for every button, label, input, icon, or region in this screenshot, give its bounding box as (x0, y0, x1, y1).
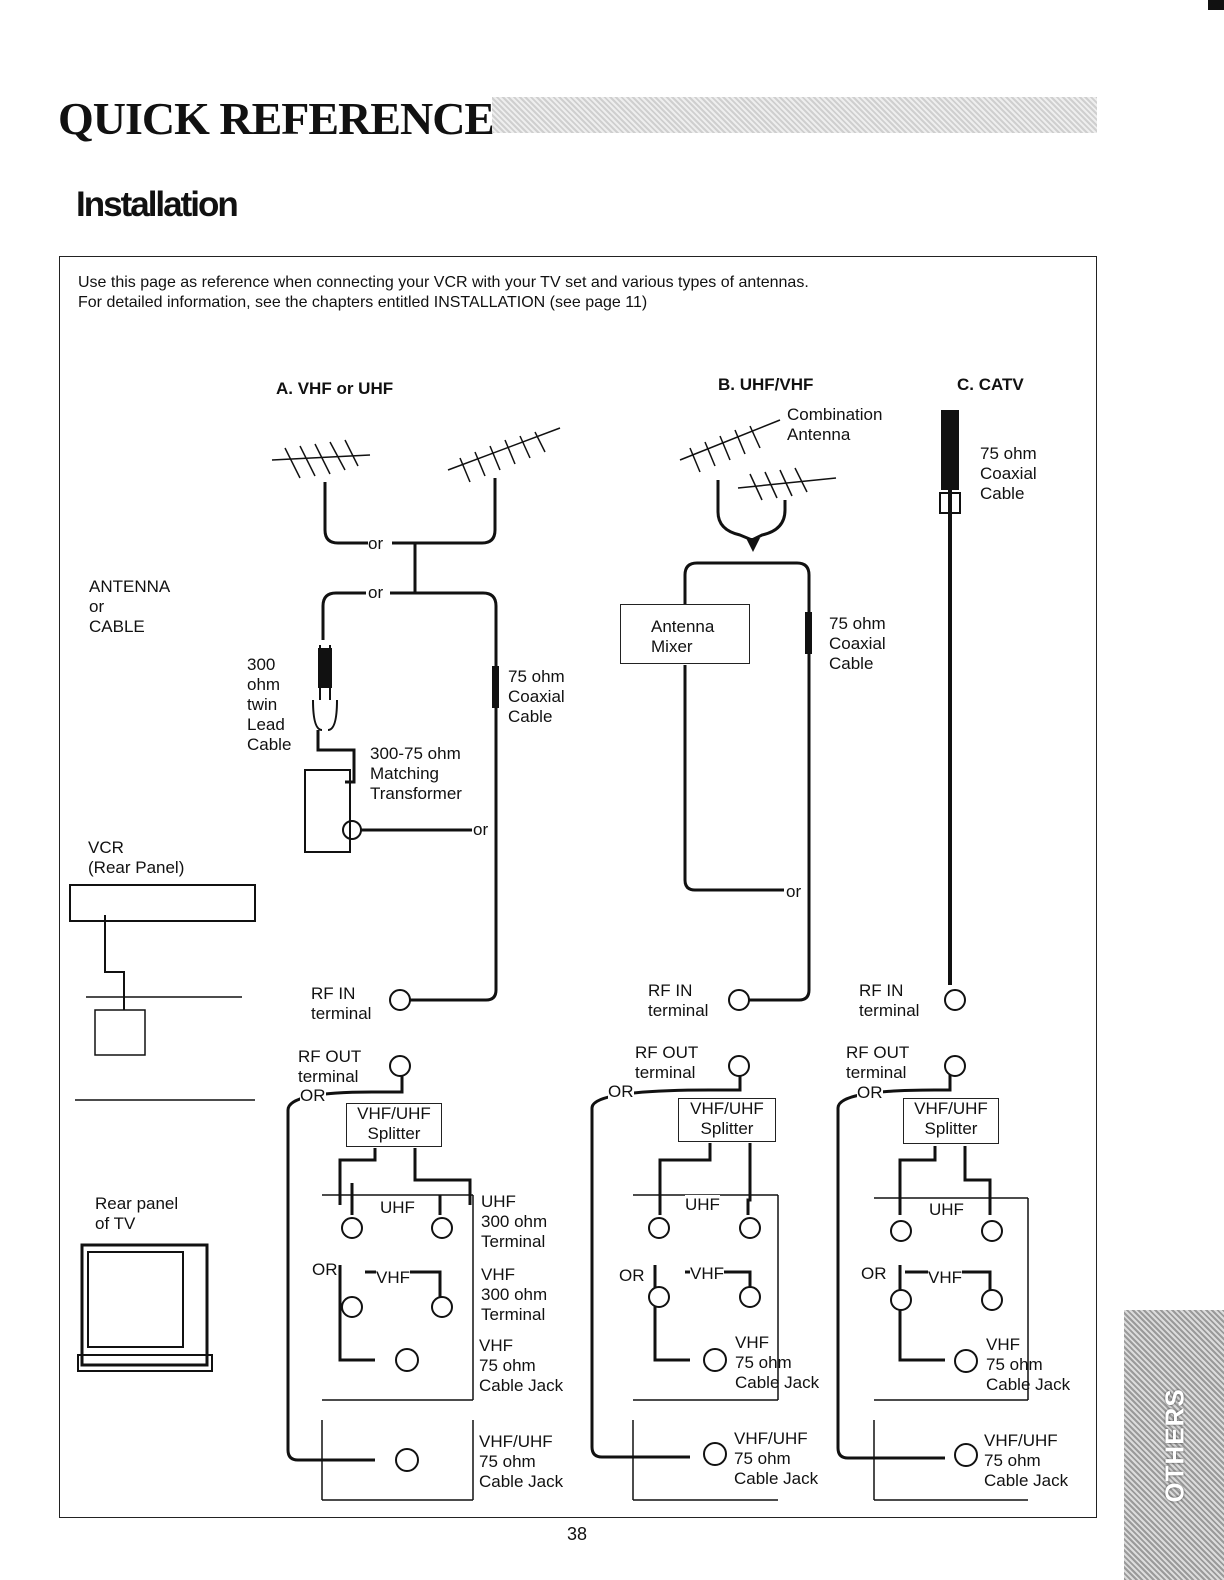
label-vcr-rear-panel: VCR (Rear Panel) (88, 838, 185, 877)
or-label-split-c: OR (857, 1083, 883, 1103)
tv-body (80, 1243, 209, 1367)
cable-a2 (392, 478, 497, 545)
antenna-mixer-box: Antenna Mixer (620, 604, 750, 664)
or-label-vhf-c: OR (861, 1264, 887, 1283)
section-tab-label: OTHERS (1159, 1388, 1190, 1503)
uhf-label-a: UHF (380, 1198, 415, 1218)
intro-text: Use this page as reference when connecti… (78, 273, 809, 313)
cable-b-join (716, 480, 787, 542)
rf-out-a: RF OUT terminal (298, 1047, 362, 1086)
cable-b-mixer (683, 665, 784, 892)
intro-line-1: Use this page as reference when connecti… (78, 274, 809, 291)
label-vhf-75-b: VHF 75 ohm Cable Jack (735, 1333, 820, 1392)
section-b-title: B. UHF/VHF (718, 375, 814, 394)
antenna-b-combination (679, 419, 837, 501)
label-b-coax: 75 ohm Coaxial Cable (829, 614, 886, 673)
vhf-label-c: VHF (928, 1268, 962, 1288)
antenna-a-right (447, 427, 561, 483)
label-vhfuhf-75-c: VHF/UHF 75 ohm Cable Jack (984, 1431, 1069, 1490)
page-title: QUICK REFERENCE (58, 93, 495, 144)
splitter-b: VHF/UHF Splitter (678, 1098, 776, 1142)
section-subtitle: Installation (76, 185, 239, 224)
vhf-label-a: VHF (376, 1268, 410, 1288)
matching-transformer (304, 769, 351, 853)
rf-out-c: RF OUT terminal (846, 1043, 910, 1082)
label-combination-antenna: Combination Antenna (787, 405, 883, 444)
splitter-a: VHF/UHF Splitter (346, 1103, 442, 1147)
or-label-vhf-b: OR (619, 1266, 645, 1285)
vhf-label-b: VHF (690, 1264, 724, 1284)
label-tv-rear-panel: Rear panel of TV (95, 1194, 179, 1233)
uhf-label-b: UHF (685, 1195, 720, 1215)
rf-in-b: RF IN terminal (648, 981, 709, 1020)
or-label-split-a: OR (300, 1086, 326, 1106)
or-label-split-b: OR (608, 1082, 634, 1102)
uhf-label-c: UHF (929, 1200, 964, 1220)
or-label-vhf-a: OR (312, 1260, 338, 1279)
or-label-a2: or (368, 583, 384, 603)
page-number: 38 (567, 1524, 588, 1544)
label-transformer: 300-75 ohm Matching Transformer (370, 744, 462, 803)
cable-b-main (683, 561, 811, 1002)
label-a-coax: 75 ohm Coaxial Cable (508, 667, 565, 726)
intro-line-2: For detailed information, see the chapte… (78, 294, 648, 311)
splitter-c: VHF/UHF Splitter (903, 1098, 999, 1144)
or-label-b: or (786, 882, 802, 901)
content-frame (59, 256, 1097, 1518)
section-tab (1124, 1310, 1224, 1580)
label-vhf-75-a: VHF 75 ohm Cable Jack (479, 1336, 564, 1395)
catv-connector (941, 410, 959, 490)
label-antenna-or-cable: ANTENNA or CABLE (89, 577, 171, 636)
label-twin-lead: 300 ohm twin Lead Cable (247, 655, 292, 754)
terminals (341, 989, 1003, 1472)
label-c-coax: 75 ohm Coaxial Cable (980, 444, 1037, 503)
section-c-title: C. CATV (957, 375, 1024, 394)
vcr-panel (69, 884, 256, 922)
label-vhf-300-a: VHF 300 ohm Terminal (481, 1265, 548, 1324)
cable-a4 (321, 591, 366, 640)
label-vhfuhf-75-a: VHF/UHF 75 ohm Cable Jack (479, 1432, 564, 1491)
splitter-wiring (286, 1075, 1029, 1501)
label-vhfuhf-75-b: VHF/UHF 75 ohm Cable Jack (734, 1429, 819, 1488)
or-label-a1: or (368, 534, 384, 554)
rf-in-c: RF IN terminal (859, 981, 920, 1020)
cable-a5 (390, 591, 498, 1002)
cable-a1 (323, 482, 368, 545)
corner-mark (1208, 0, 1224, 10)
title-band (492, 97, 1097, 133)
rf-in-a: RF IN terminal (311, 984, 372, 1023)
antenna-a-left (271, 439, 371, 479)
label-vhf-75-c: VHF 75 ohm Cable Jack (986, 1335, 1071, 1394)
or-label-a3: or (473, 820, 489, 839)
section-a-title: A. VHF or UHF (276, 379, 394, 398)
rf-out-b: RF OUT terminal (635, 1043, 699, 1082)
label-uhf-300-a: UHF 300 ohm Terminal (481, 1192, 548, 1251)
